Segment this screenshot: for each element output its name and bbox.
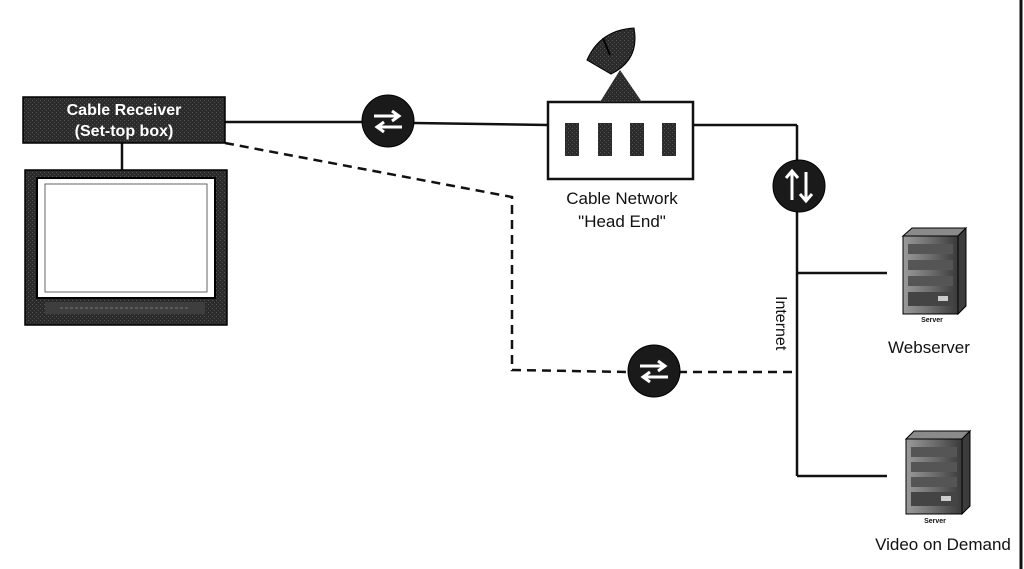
server-icon-vod	[906, 431, 970, 514]
router-icon-top	[362, 95, 414, 147]
webserver-caption: Server	[921, 317, 943, 324]
cable-receiver: Cable Receiver (Set-top box)	[23, 97, 225, 143]
server-icon-web	[903, 228, 966, 314]
webserver-label: Webserver	[888, 338, 970, 357]
television-icon	[25, 170, 227, 325]
receiver-label-line1: Cable Receiver	[67, 102, 182, 119]
internet-label: Internet	[772, 296, 789, 351]
receiver-label-line2: (Set-top box)	[75, 123, 174, 140]
router-to-headend-line	[414, 123, 548, 125]
head-end	[548, 102, 693, 179]
headend-label-line1: Cable Network	[566, 189, 678, 208]
headend-label-line2: "Head End"	[578, 212, 666, 231]
vod-caption: Server	[924, 518, 946, 525]
router-icon-middle	[628, 345, 680, 397]
satellite-dish-icon	[587, 28, 642, 102]
switch-icon-vertical	[773, 160, 825, 212]
vod-label: Video on Demand	[875, 535, 1011, 554]
